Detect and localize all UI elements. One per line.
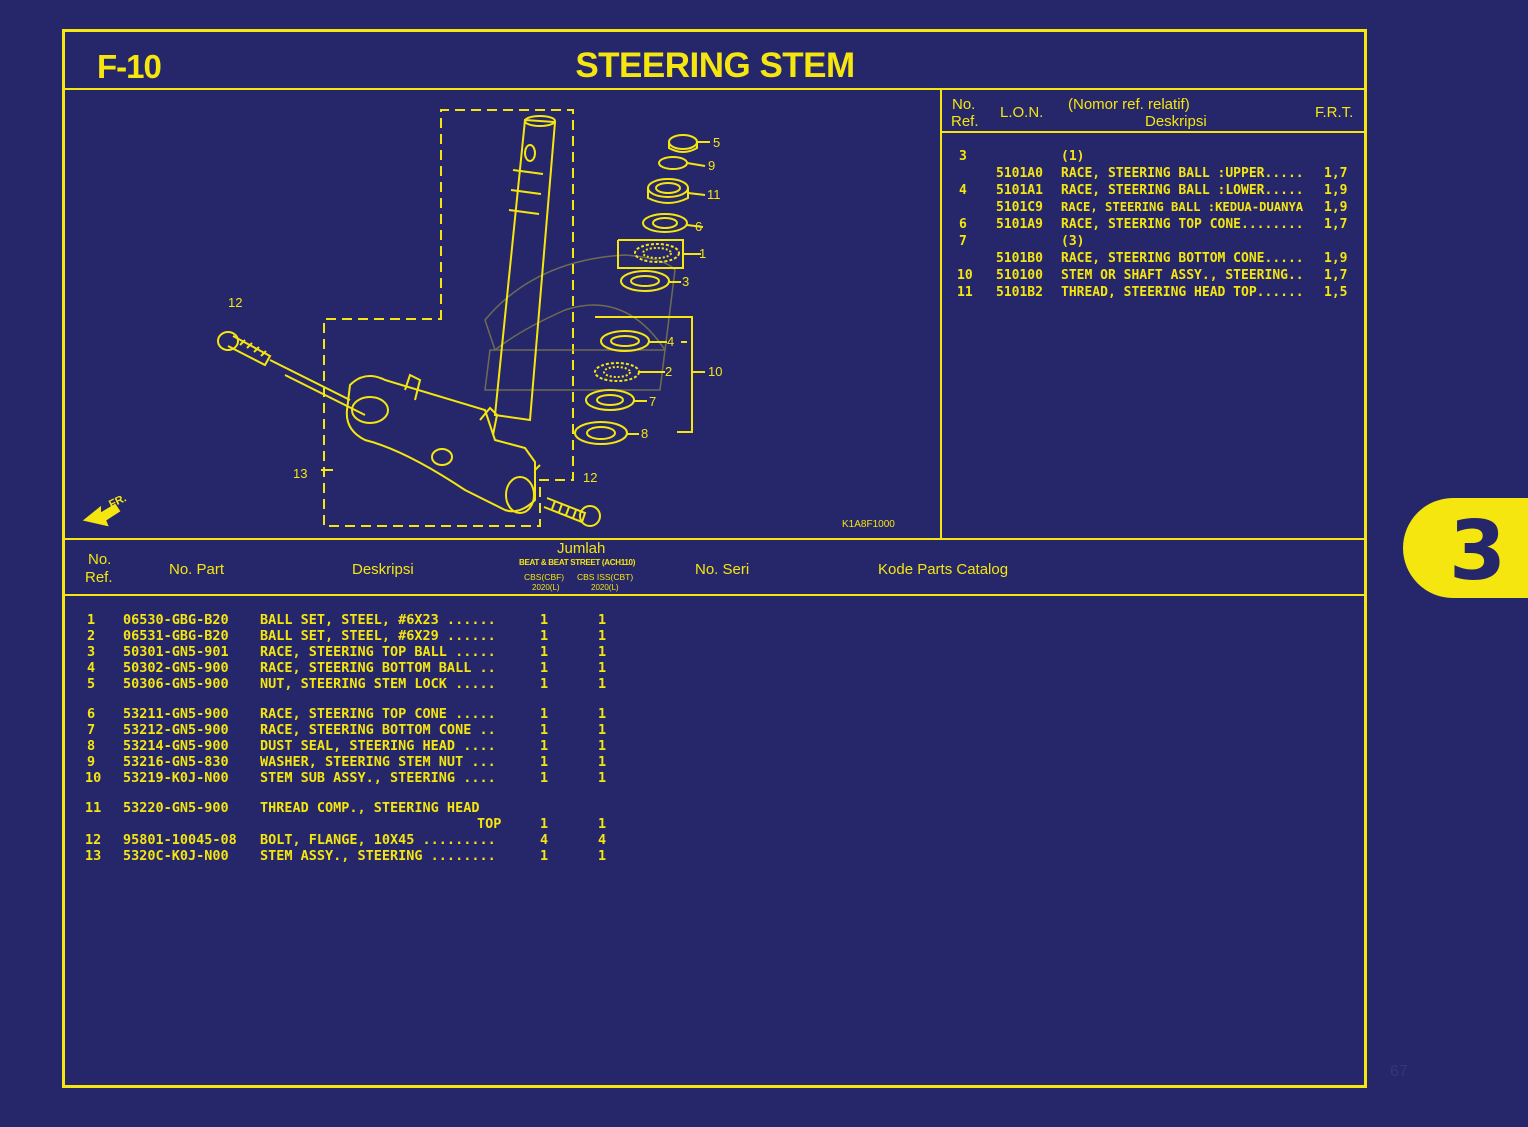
top-cone-icon <box>642 213 688 233</box>
page-title: STEERING STEM <box>575 46 855 85</box>
svg-text:11: 11 <box>707 187 721 202</box>
qty-year-b: 2020(L) <box>591 583 619 592</box>
parts-col-qty: Jumlah <box>557 540 606 557</box>
lon-col-lon: L.O.N. <box>1000 104 1044 121</box>
lon-col-frt: F.R.T. <box>1315 104 1354 121</box>
svg-text:4: 4 <box>667 334 674 349</box>
svg-text:1: 1 <box>699 246 706 261</box>
section-tab[interactable]: 3 <box>1403 498 1528 599</box>
top-ball-race-icon <box>620 270 670 292</box>
diagram-code: K1A8F1000 <box>842 519 895 530</box>
section-tab-label: 3 <box>1449 504 1507 599</box>
lon-header-divider <box>942 131 1364 133</box>
lon-col-no: No. <box>952 96 976 113</box>
thread-icon <box>647 178 689 198</box>
svg-text:12: 12 <box>228 295 242 310</box>
parts-col-ref: Ref. <box>85 569 113 586</box>
parts-col-no: No. <box>88 551 112 568</box>
svg-text:9: 9 <box>708 158 715 173</box>
flange-bolt-icon <box>217 331 272 367</box>
parts-header-divider <box>65 594 1364 596</box>
qty-model: BEAT & BEAT STREET (ACH110) <box>519 558 636 567</box>
lock-nut-icon <box>668 134 698 150</box>
qty-year-a: 2020(L) <box>532 583 560 592</box>
svg-text:10: 10 <box>708 364 722 379</box>
svg-text:8: 8 <box>641 426 648 441</box>
lon-col-ref: Ref. <box>951 113 979 130</box>
bottom-cone-icon <box>585 389 635 411</box>
svg-text:2: 2 <box>665 364 672 379</box>
catalog-page-frame: F-10 STEERING STEM <box>62 29 1367 1088</box>
svg-text:6: 6 <box>695 219 702 234</box>
front-label: FR. <box>107 492 128 510</box>
steering-stem-icon <box>345 115 557 514</box>
parts-col-serial: No. Seri <box>695 561 750 578</box>
front-arrow-icon <box>82 503 121 527</box>
dust-seal-icon <box>574 421 628 445</box>
svg-text:13: 13 <box>293 466 307 481</box>
diagram-divider <box>940 90 942 538</box>
header-divider <box>65 88 1364 90</box>
svg-text:5: 5 <box>713 135 720 150</box>
ball-set-icon <box>634 243 680 263</box>
parts-col-catalog: Kode Parts Catalog <box>878 561 1009 578</box>
svg-text:7: 7 <box>649 394 656 409</box>
parts-col-part: No. Part <box>169 561 225 578</box>
page-number: 67 <box>1390 1063 1408 1080</box>
exploded-diagram: 5 9 11 6 1 3 4 2 10 7 8 12 12 13 K1A8F10… <box>82 109 895 530</box>
upper-section-divider <box>65 538 1364 540</box>
qty-type-a: CBS(CBF) <box>524 572 565 582</box>
lon-col-desc: Deskripsi <box>1145 113 1207 130</box>
ball-set-icon <box>594 362 640 382</box>
section-code: F-10 <box>97 48 162 85</box>
svg-text:12: 12 <box>583 470 597 485</box>
washer-icon <box>658 156 688 170</box>
lon-col-desc-top: (Nomor ref. relatif) <box>1068 96 1190 113</box>
flange-bolt-icon <box>543 497 601 527</box>
qty-type-b: CBS ISS(CBT) <box>577 572 634 582</box>
svg-text:3: 3 <box>682 274 689 289</box>
bottom-ball-race-icon <box>600 330 650 352</box>
parts-col-desc: Deskripsi <box>352 561 414 578</box>
